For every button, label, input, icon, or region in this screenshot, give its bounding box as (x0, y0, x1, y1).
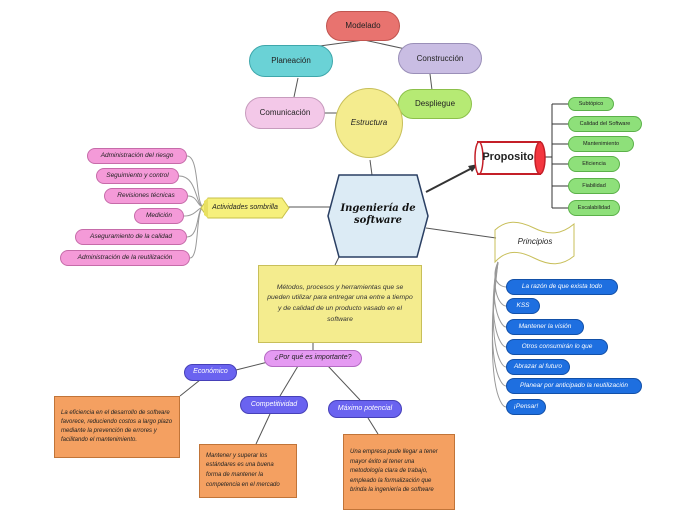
proposito-item[interactable]: Calidad del Software (568, 116, 642, 132)
principios-node[interactable]: Principios (498, 230, 572, 254)
actividades-item[interactable]: Administración del riesgo (87, 148, 187, 164)
estructura-label: Estructura (350, 118, 388, 127)
comunicacion-node[interactable]: Comunicación (245, 97, 325, 129)
proposito-item[interactable]: Fiabilidad (568, 178, 620, 194)
economico-node[interactable]: Económico (184, 364, 237, 381)
actividades-item[interactable]: Medición (134, 208, 184, 224)
maximo-label: Máximo potencial (337, 404, 393, 412)
proposito-label: Proposito (482, 151, 534, 164)
competitividad-label: Competitividad (250, 400, 298, 408)
center-hexagon-shape (327, 174, 429, 258)
actividades-item[interactable]: Revisiones técnicas (104, 188, 188, 204)
comunicacion-label: Comunicación (259, 108, 311, 117)
actividades-item[interactable]: Aseguramiento de la calidad (75, 229, 187, 245)
center-node[interactable]: Ingeniería de software (340, 190, 416, 240)
actividades-label: Actividades sombrilla (212, 203, 278, 211)
principios-item[interactable]: La razón de que exista todo (506, 279, 618, 295)
proposito-cylinder-shape (474, 141, 546, 175)
competitividad-text: Mantener y superar los estándares es una… (206, 452, 280, 488)
planeacion-label: Planeación (271, 56, 311, 65)
metodos-box[interactable]: Métodos, procesos y herramientas que se … (258, 265, 422, 343)
maximo-text-box[interactable]: Una empresa pude llegar a tener mayor éx… (343, 434, 455, 510)
estructura-node[interactable]: Estructura (335, 88, 403, 158)
center-label: Ingeniería de software (340, 202, 416, 227)
maximo-text: Una empresa pude llegar a tener mayor éx… (350, 449, 438, 494)
proposito-item[interactable]: Escalabilidad (568, 200, 620, 216)
proposito-node[interactable]: Proposito (478, 146, 538, 170)
importancia-label: ¿Por qué es importante? (274, 354, 352, 362)
proposito-item[interactable]: Subtópico (568, 97, 614, 111)
principios-item[interactable]: Otros consumirán lo que (506, 339, 608, 355)
principios-label: Principios (517, 237, 553, 246)
despliegue-node[interactable]: Despliegue (398, 89, 472, 119)
competitividad-text-box[interactable]: Mantener y superar los estándares es una… (199, 444, 297, 498)
proposito-item[interactable]: Mantenimiento (568, 136, 634, 152)
modelado-node[interactable]: Modelado (326, 11, 400, 41)
importancia-node[interactable]: ¿Por qué es importante? (264, 350, 362, 367)
actividades-node[interactable]: Actividades sombrilla (206, 198, 284, 218)
despliegue-label: Despliegue (414, 99, 456, 108)
competitividad-node[interactable]: Competitividad (240, 396, 308, 414)
principios-item[interactable]: Mantener la visión (506, 319, 584, 335)
construccion-label: Construcción (416, 53, 464, 63)
principios-item[interactable]: ¡Pensar! (506, 399, 546, 415)
principios-item[interactable]: Planear por anticipado la reutilización (506, 378, 642, 394)
economico-text-box[interactable]: La eficiencia en el desarrollo de softwa… (54, 396, 180, 458)
actividades-item[interactable]: Administración de la reutilización (60, 250, 190, 266)
principios-item[interactable]: Abrazar al futuro (506, 359, 570, 375)
economico-label: Económico (193, 368, 228, 376)
proposito-item[interactable]: Eficiencia (568, 156, 620, 172)
modelado-label: Modelado (345, 21, 381, 30)
actividades-item[interactable]: Seguimiento y control (96, 168, 179, 184)
economico-text: La eficiencia en el desarrollo de softwa… (61, 410, 173, 443)
actividades-arrow-shape (200, 197, 290, 219)
planeacion-node[interactable]: Planeación (249, 45, 333, 77)
principios-banner-shape (494, 221, 575, 265)
construccion-node[interactable]: Construcción (398, 43, 482, 74)
principios-item[interactable]: KSS (506, 298, 540, 314)
maximo-node[interactable]: Máximo potencial (328, 400, 402, 418)
metodos-text: Métodos, procesos y herramientas que se … (267, 283, 413, 323)
